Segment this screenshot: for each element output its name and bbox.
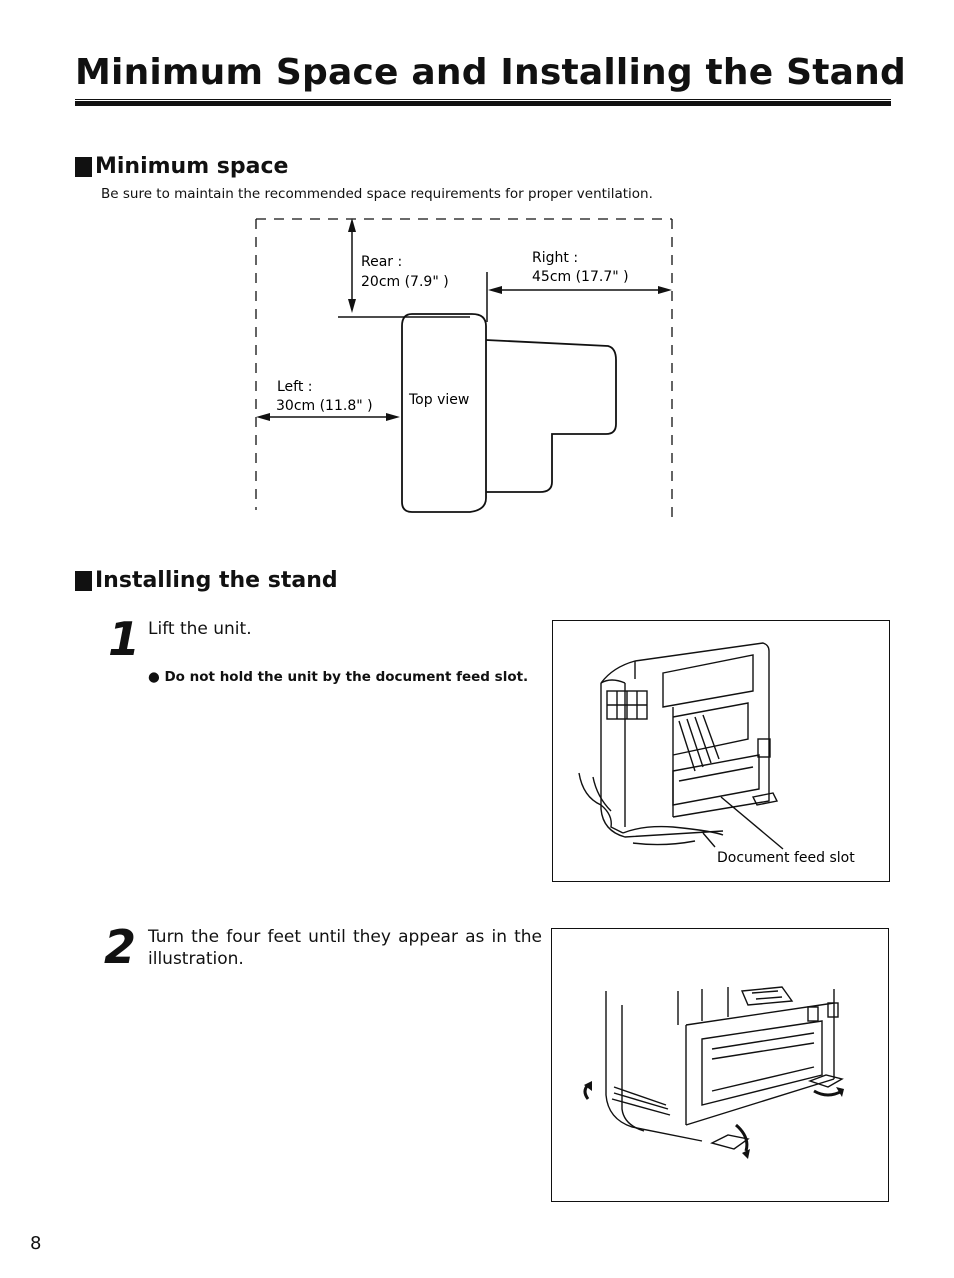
step-2-number: 2 <box>104 920 137 974</box>
right-label: Right : <box>532 250 578 266</box>
left-value: 30cm (11.8" ) <box>276 398 373 414</box>
step-1-text: Lift the unit. <box>148 619 252 639</box>
document-feed-slot-caption: Document feed slot <box>717 850 855 866</box>
step-2-text: Turn the four feet until they appear as … <box>148 927 542 969</box>
top-view-clearance-diagram: Rear : 20cm (7.9" ) Right : 45cm (17.7" … <box>240 210 690 530</box>
right-dimension-arrow <box>486 272 668 322</box>
right-value: 45cm (17.7" ) <box>532 269 629 285</box>
lift-unit-figure: Document feed slot <box>552 620 890 882</box>
rear-value: 20cm (7.9" ) <box>361 274 449 290</box>
turn-feet-figure <box>551 928 889 1202</box>
step-1-number: 1 <box>108 612 141 666</box>
ventilation-instruction: Be sure to maintain the recommended spac… <box>101 186 653 202</box>
page-number: 8 <box>30 1233 42 1254</box>
top-view-label: Top view <box>408 392 469 408</box>
lift-unit-illustration: Document feed slot <box>578 642 855 866</box>
left-label: Left : <box>277 379 313 395</box>
clearance-boundary <box>255 218 673 518</box>
title-rule <box>75 99 891 100</box>
installing-stand-heading-text: Installing the stand <box>95 568 338 593</box>
section-marker-icon <box>75 570 92 591</box>
title-underline <box>75 101 891 106</box>
section-marker-icon <box>75 156 92 177</box>
rear-label: Rear : <box>361 254 402 270</box>
page-title: Minimum Space and Installing the Stand <box>75 52 906 93</box>
installing-stand-heading: Installing the stand <box>75 568 338 593</box>
unit-top-view-outline <box>401 313 617 513</box>
step-1-caution: ● Do not hold the unit by the document f… <box>148 669 529 685</box>
rear-dimension-arrow <box>338 224 470 318</box>
turn-feet-illustration <box>583 986 844 1159</box>
minimum-space-heading: Minimum space <box>75 154 288 179</box>
minimum-space-heading-text: Minimum space <box>95 154 289 179</box>
